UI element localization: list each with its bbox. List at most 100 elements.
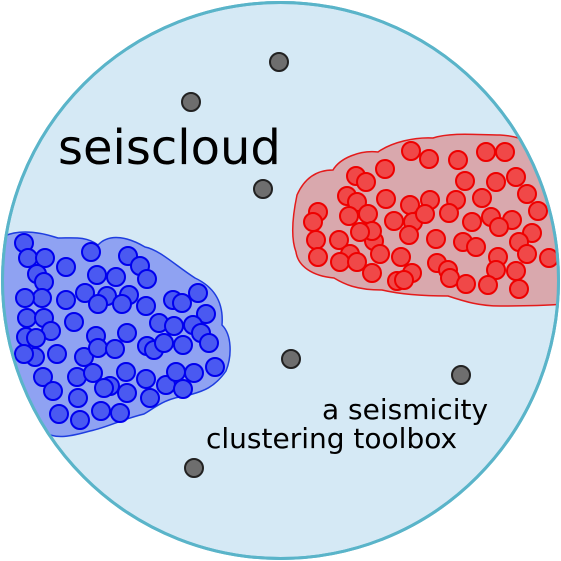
blue-point [166,362,186,382]
red-point [462,212,482,232]
red-point [358,204,378,224]
gray-point-icon [269,52,289,72]
blue-point [110,403,130,423]
red-point [308,247,328,267]
red-point [384,211,404,231]
logo-subtitle-line2: clustering toolbox [206,422,457,455]
blue-point [106,267,126,287]
red-point [448,150,468,170]
red-point [506,261,526,281]
blue-point [43,381,63,401]
red-point [478,275,498,295]
red-point [330,252,350,272]
blue-point [35,248,55,268]
logo-subtitle-line1: a seismicity [322,393,488,426]
red-point [466,237,486,257]
blue-point [188,283,208,303]
red-point [401,141,421,161]
blue-point [140,388,160,408]
red-point [356,172,376,192]
blue-point [32,288,52,308]
blue-point [116,362,136,382]
gray-point-icon [451,365,471,385]
blue-point [56,290,76,310]
red-point [306,230,326,250]
blue-point [17,308,37,328]
red-point [370,244,390,264]
red-cluster-points [303,141,559,299]
red-point [375,159,395,179]
blue-point [173,335,193,355]
blue-point [117,323,137,343]
blue-point [94,378,114,398]
gray-point-icon [281,349,301,369]
red-point [528,201,548,221]
blue-point [117,383,137,403]
red-point [362,263,382,283]
blue-point [88,338,108,358]
blue-cluster-points [14,233,225,430]
blue-point [205,357,225,377]
red-point [455,171,475,191]
red-point [394,270,414,290]
logo-title: seiscloud [58,120,281,176]
blue-point [164,316,184,336]
gray-point-icon [184,458,204,478]
red-point [419,149,439,169]
red-point [456,274,476,294]
red-point [391,247,411,267]
blue-point [105,339,125,359]
red-point [399,225,419,245]
blue-point [70,410,90,430]
blue-point [75,283,95,303]
red-point [509,279,529,299]
gray-point-icon [253,179,273,199]
blue-point [154,333,174,353]
blue-point [172,293,192,313]
blue-point [68,388,88,408]
red-point [426,229,446,249]
blue-point [87,265,107,285]
blue-point [33,367,53,387]
red-point [329,230,349,250]
gray-point-icon [181,92,201,112]
blue-point [14,344,34,364]
red-point [517,184,537,204]
red-point [495,142,515,162]
red-point [303,212,323,232]
red-point [347,252,367,272]
blue-point [56,257,76,277]
red-point [350,222,370,242]
blue-point [74,347,94,367]
blue-point [15,288,35,308]
red-point [439,203,459,223]
blue-point [199,333,219,353]
blue-point [136,296,156,316]
blue-point [112,294,132,314]
gray-point-icons [181,52,471,478]
blue-point [136,369,156,389]
blue-point [173,379,193,399]
blue-point [91,401,111,421]
red-point [506,167,526,187]
red-point [415,204,435,224]
blue-point [47,344,67,364]
blue-point [137,269,157,289]
blue-point [64,312,84,332]
red-point [486,172,506,192]
blue-point [88,294,108,314]
red-point [472,188,492,208]
blue-point [196,304,216,324]
blue-point [49,404,69,424]
red-point [539,248,559,268]
blue-point [81,242,101,262]
red-point [517,244,537,264]
blue-point [18,248,38,268]
red-point [339,206,359,226]
blue-point [184,363,204,383]
red-point [376,189,396,209]
blue-point [26,328,46,348]
